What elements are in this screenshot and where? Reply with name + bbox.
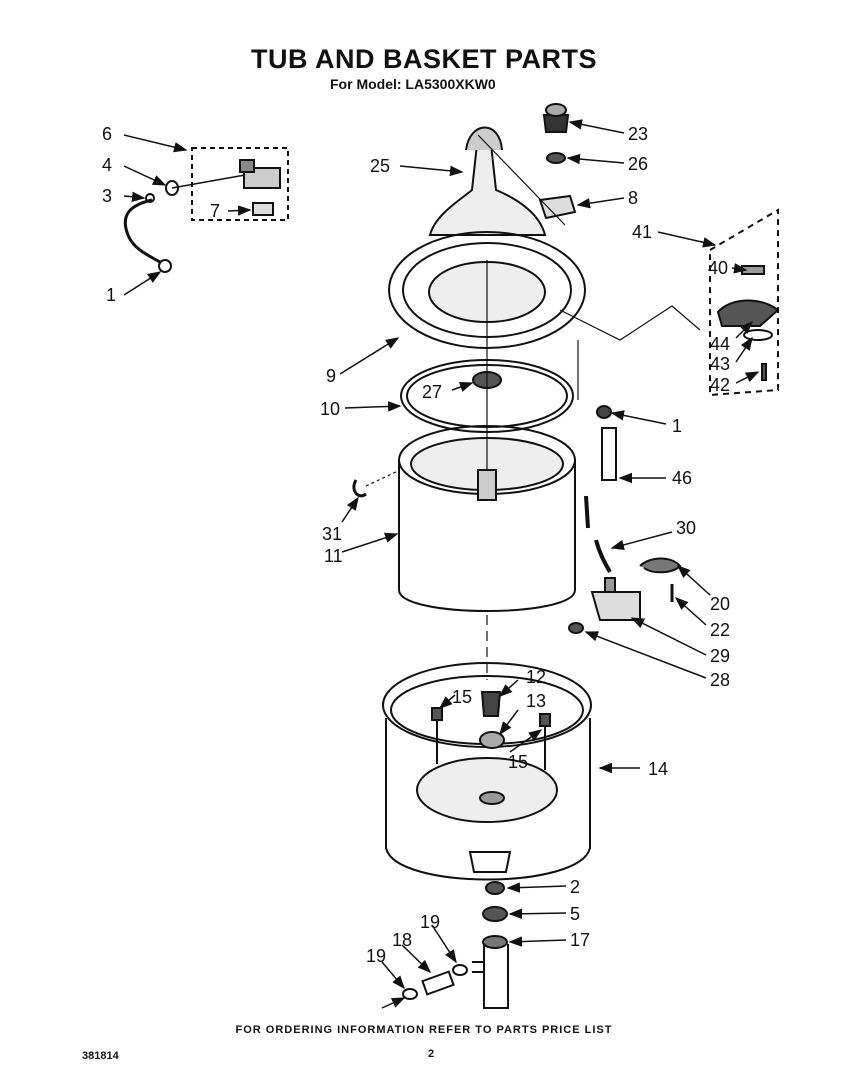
part-switch-icon [239, 159, 281, 189]
callout-17: 17 [570, 930, 590, 950]
callout-40: 40 [708, 258, 728, 278]
part-20-wire-icon [639, 557, 682, 574]
part-30-hose-icon [584, 495, 612, 573]
leader-arrows [123, 119, 760, 1009]
callout-3: 3 [102, 186, 112, 206]
callout-13: 13 [526, 691, 546, 711]
callout-18: 18 [392, 930, 412, 950]
callout-8: 8 [628, 188, 638, 208]
part-1-clamp-right-icon [596, 405, 612, 419]
part-42-screw-icon [761, 363, 767, 381]
callout-22: 22 [710, 620, 730, 640]
callout-29: 29 [710, 646, 730, 666]
part-44-icon [716, 299, 780, 327]
callout-41: 41 [632, 222, 652, 242]
callout-15-right: 15 [508, 752, 528, 772]
callout-1-right: 1 [672, 416, 682, 436]
part-2-nut-icon [485, 881, 505, 895]
part-8-cover-icon [538, 194, 577, 220]
part-31-clip-icon [352, 479, 367, 498]
part-7-pad-icon [252, 202, 274, 216]
page-number: 2 [428, 1048, 435, 1060]
callout-9: 9 [326, 366, 336, 386]
part-41-kit-box [709, 208, 779, 397]
part-43-icon [743, 329, 773, 341]
callout-2: 2 [570, 877, 580, 897]
part-23-cap-icon [542, 103, 570, 133]
callout-46: 46 [672, 468, 692, 488]
part-1-clamp-icon [158, 259, 172, 273]
part-13-seal-icon [479, 731, 505, 749]
callout-27: 27 [422, 382, 442, 402]
model-subtitle: For Model: LA5300XKW0 [330, 76, 496, 92]
callout-25: 25 [370, 156, 390, 176]
callout-31: 31 [322, 524, 342, 544]
callout-20: 20 [710, 594, 730, 614]
part-29-pump-icon [590, 577, 641, 621]
callout-23: 23 [628, 124, 648, 144]
part-15-bolt-left-icon [431, 707, 443, 764]
part-4-clip-icon [165, 180, 179, 196]
callout-14: 14 [648, 759, 668, 779]
callout-19-lower: 19 [366, 946, 386, 966]
callout-5: 5 [570, 904, 580, 924]
part-12-bearing-icon [480, 691, 502, 717]
callout-44: 44 [710, 334, 730, 354]
part-28-seal-icon [568, 622, 584, 634]
part-5-ring-icon [482, 906, 508, 922]
page-title: TUB AND BASKET PARTS [251, 44, 597, 74]
callout-10: 10 [320, 399, 340, 419]
callout-6: 6 [102, 124, 112, 144]
callout-26: 26 [628, 154, 648, 174]
part-3-hose-icon [123, 198, 161, 264]
part-25-agitator-icon [428, 126, 547, 236]
ordering-note: FOR ORDERING INFORMATION REFER TO PARTS … [235, 1024, 613, 1036]
part-17-drain-pipe-icon [472, 935, 509, 1009]
callout-11: 11 [324, 546, 343, 566]
callout-42: 42 [710, 375, 730, 395]
callout-43: 43 [710, 354, 730, 374]
callout-30: 30 [676, 518, 696, 538]
callout-28: 28 [710, 670, 730, 690]
document-code: 381814 [82, 1050, 119, 1062]
callout-7: 7 [210, 201, 220, 221]
part-15-bolt-right-icon [539, 713, 551, 770]
part-19-clamp-left-icon [402, 988, 418, 1000]
callout-4: 4 [102, 155, 112, 175]
part-46-tube-icon [601, 427, 617, 481]
part-19-clamp-right-icon [452, 964, 468, 976]
callout-12: 12 [526, 667, 546, 687]
callout-1-left: 1 [106, 285, 116, 305]
part-26-washer-icon [546, 152, 566, 164]
part-18-hose-icon [421, 970, 455, 996]
callout-15-left: 15 [452, 687, 472, 707]
callout-19-upper: 19 [420, 912, 440, 932]
